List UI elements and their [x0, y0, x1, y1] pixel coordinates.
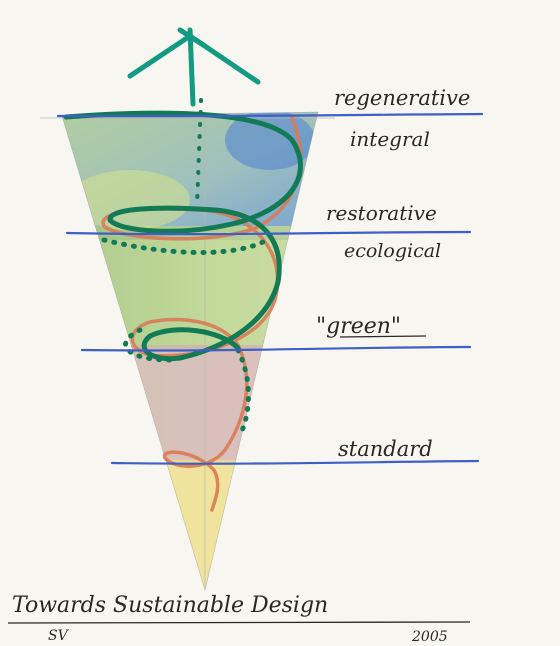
- label-ecological: ecological: [344, 240, 441, 262]
- upward-arrow-icon: [130, 30, 258, 104]
- label-regenerative: regenerative: [334, 86, 470, 110]
- caption-author: SV: [48, 628, 70, 644]
- caption-title: Towards Sustainable Design: [12, 593, 328, 618]
- label-standard: standard: [338, 437, 433, 461]
- label-restorative: restorative: [326, 201, 437, 225]
- level-labels: regenerative integral restorative ecolog…: [316, 86, 470, 461]
- label-integral: integral: [350, 127, 430, 151]
- label-green: "green": [316, 314, 401, 339]
- caption-year: 2005: [411, 629, 448, 645]
- caption-rule: [8, 622, 470, 623]
